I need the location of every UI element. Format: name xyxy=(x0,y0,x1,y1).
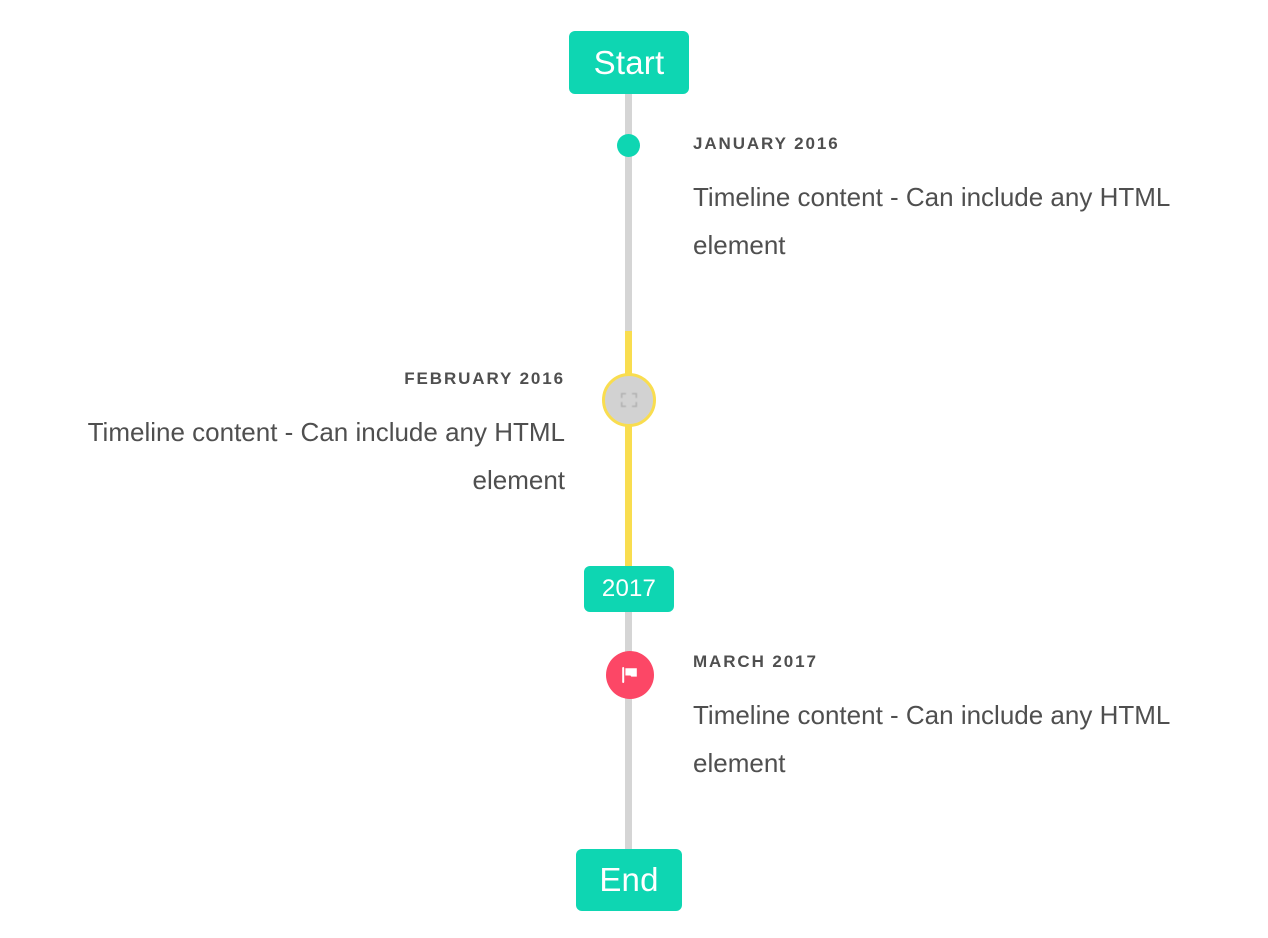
timeline-line-segment-default-lower xyxy=(625,612,632,858)
timeline-marker-march[interactable] xyxy=(606,651,654,699)
broken-image-icon xyxy=(621,393,637,407)
timeline-entry-date: FEBRUARY 2016 xyxy=(404,369,565,388)
timeline-entry-body: Timeline content - Can include any HTML … xyxy=(693,182,1170,260)
timeline-line-segment-default-upper xyxy=(625,88,632,331)
timeline-start-badge[interactable]: Start xyxy=(569,31,689,94)
timeline-entry-march: MARCH 2017 Timeline content - Can includ… xyxy=(693,651,1233,787)
timeline-entry-body: Timeline content - Can include any HTML … xyxy=(87,417,565,495)
timeline-entry-february: FEBRUARY 2016 Timeline content - Can inc… xyxy=(40,368,565,504)
timeline-end-label: End xyxy=(599,861,659,898)
timeline-entry-body: Timeline content - Can include any HTML … xyxy=(693,700,1170,778)
timeline-end-badge[interactable]: End xyxy=(576,849,682,911)
timeline-year-label: 2017 xyxy=(601,575,657,602)
timeline-entry-january: JANUARY 2016 Timeline content - Can incl… xyxy=(693,133,1233,269)
timeline-marker-february[interactable] xyxy=(602,373,656,427)
timeline-marker-january[interactable] xyxy=(617,134,640,157)
timeline-line-segment-highlight xyxy=(625,331,632,566)
flag-icon xyxy=(622,667,637,683)
timeline-entry-date: MARCH 2017 xyxy=(693,652,818,671)
timeline-start-label: Start xyxy=(593,43,665,81)
timeline-year-badge[interactable]: 2017 xyxy=(584,566,674,612)
timeline-entry-date: JANUARY 2016 xyxy=(693,134,840,153)
